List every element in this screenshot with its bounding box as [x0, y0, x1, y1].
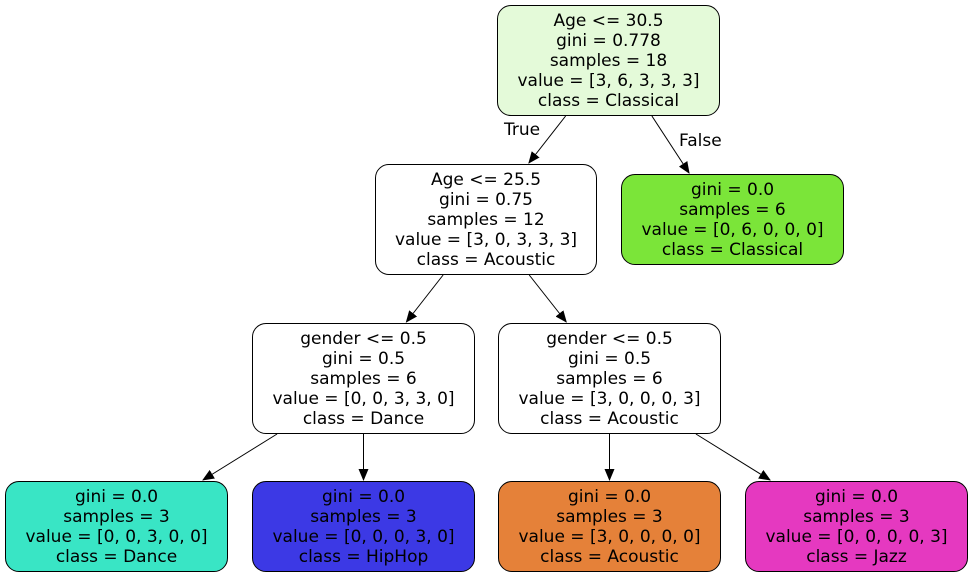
node-line: gender <= 0.5 — [546, 328, 673, 349]
tree-leaf-jazz: gini = 0.0 samples = 3 value = [0, 0, 0,… — [745, 481, 968, 572]
tree-leaf-classical: gini = 0.0 samples = 6 value = [0, 6, 0,… — [621, 174, 844, 265]
node-line: gini = 0.0 — [74, 486, 159, 507]
tree-node-split-gender-left: gender <= 0.5 gini = 0.5 samples = 6 val… — [252, 323, 475, 434]
tree-leaf-dance: gini = 0.0 samples = 3 value = [0, 0, 3,… — [5, 481, 228, 572]
node-line: class = Dance — [302, 408, 425, 429]
node-line: value = [3, 0, 0, 0, 3] — [518, 388, 701, 409]
node-line: value = [0, 0, 3, 0, 0] — [25, 526, 208, 547]
node-line: value = [3, 0, 0, 0, 0] — [518, 526, 701, 547]
node-line: gini = 0.0 — [814, 486, 899, 507]
tree-node-root: Age <= 30.5 gini = 0.778 samples = 18 va… — [497, 5, 720, 116]
node-line: value = [0, 0, 0, 3, 0] — [272, 526, 455, 547]
tree-edge-n0-n2 — [651, 115, 690, 174]
node-line: class = Classical — [661, 239, 804, 260]
tree-edge-n1-n4 — [528, 274, 567, 323]
tree-edge-n3-n5 — [202, 433, 278, 481]
node-line: gini = 0.0 — [690, 179, 775, 200]
tree-node-split-gender-right: gender <= 0.5 gini = 0.5 samples = 6 val… — [498, 323, 721, 434]
node-line: value = [0, 0, 0, 0, 3] — [765, 526, 948, 547]
node-line: gini = 0.5 — [567, 348, 652, 369]
tree-edge-n4-n8 — [695, 433, 771, 481]
tree-edge-n1-n3 — [405, 274, 444, 323]
node-line: samples = 6 — [310, 368, 417, 389]
node-line: class = Acoustic — [540, 546, 679, 567]
edge-label-true: True — [504, 120, 541, 140]
node-line: gini = 0.0 — [321, 486, 406, 507]
node-line: Age <= 25.5 — [430, 169, 542, 190]
node-line: samples = 6 — [556, 368, 663, 389]
tree-leaf-hiphop: gini = 0.0 samples = 3 value = [0, 0, 0,… — [252, 481, 475, 572]
node-line: samples = 3 — [63, 506, 170, 527]
node-line: gini = 0.0 — [567, 486, 652, 507]
node-line: samples = 3 — [310, 506, 417, 527]
node-line: gini = 0.75 — [439, 189, 533, 210]
node-line: gini = 0.778 — [556, 30, 661, 51]
node-line: samples = 3 — [803, 506, 910, 527]
edge-label-false: False — [679, 131, 722, 151]
node-line: Age <= 30.5 — [553, 10, 664, 31]
tree-edge-n0-n1 — [528, 115, 567, 164]
node-line: class = Classical — [537, 90, 680, 111]
node-line: gini = 0.5 — [321, 348, 406, 369]
node-line: samples = 12 — [427, 209, 545, 230]
tree-leaf-acoustic: gini = 0.0 samples = 3 value = [3, 0, 0,… — [498, 481, 721, 572]
node-line: class = Acoustic — [540, 408, 679, 429]
node-line: value = [3, 0, 3, 3, 3] — [394, 229, 578, 250]
node-line: value = [3, 6, 3, 3, 3] — [517, 70, 700, 91]
node-line: class = HipHop — [298, 546, 429, 567]
node-line: samples = 6 — [679, 199, 786, 220]
node-line: gender <= 0.5 — [300, 328, 427, 349]
node-line: class = Dance — [55, 546, 178, 567]
node-line: samples = 3 — [556, 506, 663, 527]
node-line: class = Acoustic — [416, 249, 556, 270]
node-line: samples = 18 — [549, 50, 668, 71]
node-line: value = [0, 6, 0, 0, 0] — [641, 219, 824, 240]
tree-node-split-age: Age <= 25.5 gini = 0.75 samples = 12 val… — [375, 164, 597, 275]
node-line: value = [0, 0, 3, 3, 0] — [272, 388, 455, 409]
node-line: class = Jazz — [806, 546, 907, 567]
